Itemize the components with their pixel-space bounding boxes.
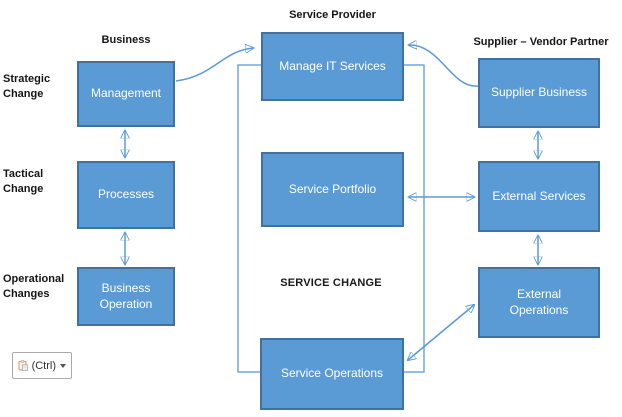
column-heading-business: Business [101,34,151,46]
shape-external-services[interactable]: External Services [478,161,600,232]
shape-label: Manage IT Services [279,58,386,73]
shape-manage-it-services[interactable]: Manage IT Services [261,32,404,101]
shape-business-operation[interactable]: Business Operation [77,267,175,326]
paste-options-button[interactable]: (Ctrl) [12,352,72,379]
shape-label: Service Operations [280,366,384,381]
shape-service-operations[interactable]: Service Operations [260,338,404,410]
shape-label: External Services [492,188,586,203]
shape-processes[interactable]: Processes [77,161,175,229]
arrow-supplier-business-to-manage-it-services [409,45,479,87]
row-label-tactical-change: Tactical Change [3,168,44,196]
shape-external-operations[interactable]: External Operations [478,267,600,338]
column-heading-supplier-vendor-partner: Supplier – Vendor Partner [473,36,609,48]
shape-service-portfolio[interactable]: Service Portfolio [261,152,404,227]
shape-label: Business Operation [99,280,153,311]
row-label-strategic-change: Strategic Change [3,73,51,101]
column-heading-service-provider: Service Provider [289,9,376,21]
dropdown-caret-icon[interactable] [60,363,66,368]
shape-label: Processes [97,187,155,202]
shape-supplier-business[interactable]: Supplier Business [478,58,600,128]
paste-options-clipboard-icon [18,360,28,371]
service-change-label: SERVICE CHANGE [280,277,382,289]
shape-management[interactable]: Management [77,61,175,127]
shape-label: External Operations [509,286,569,317]
row-label-operational-changes: Operational Changes [3,273,65,301]
shape-label: Service Portfolio [288,181,377,196]
arrow-service-operations-external-operations [408,305,474,360]
shape-label: Management [90,86,162,101]
paste-options-label: (Ctrl) [31,359,56,372]
shape-label: Supplier Business [490,85,588,100]
arrow-management-to-manage-it-services [175,48,253,82]
